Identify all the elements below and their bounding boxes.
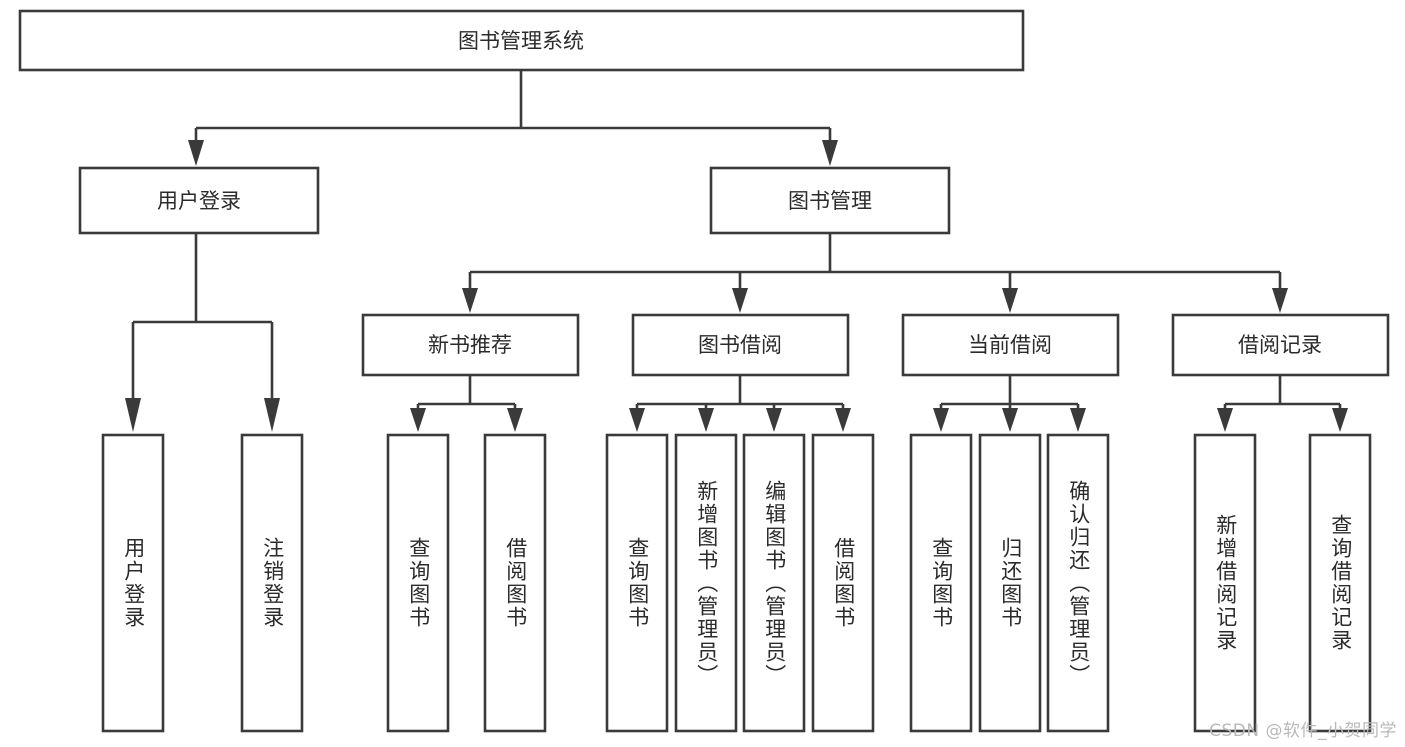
leaf-logout-login-box[interactable] (240, 433, 304, 733)
arrow-head-leaf-logout-login (264, 398, 280, 432)
leaf-query-record-box[interactable] (1308, 433, 1372, 733)
node-book-management-box[interactable] (709, 166, 951, 235)
watermark-text: CSDN @软件_小贺同学 (1209, 721, 1397, 741)
node-book-management-label: 图书管理 (788, 189, 872, 213)
connector-group-current-borrow (933, 375, 1086, 432)
leaf-confirm-return-box[interactable] (1046, 433, 1110, 733)
arrow-head-book-management (822, 140, 838, 166)
node-current-borrow[interactable]: 当前借阅 (901, 313, 1120, 377)
node-book-borrow-box[interactable] (631, 313, 850, 377)
node-new-book-recommend-box[interactable] (361, 313, 580, 377)
arrow-head-leaf-confirm-return (1070, 408, 1086, 432)
node-book-management[interactable]: 图书管理 (709, 166, 951, 235)
node-user-login-box[interactable] (78, 166, 320, 235)
leaf-add-record-box[interactable] (1193, 433, 1257, 733)
arrow-head-borrow-record (1272, 288, 1288, 313)
node-current-borrow-box[interactable] (901, 313, 1120, 377)
node-root[interactable]: 图书管理系统 (18, 9, 1025, 72)
arrow-head-leaf-query-book-1 (410, 408, 426, 432)
node-borrow-record[interactable]: 借阅记录 (1171, 313, 1390, 377)
connector-group-book-borrow (629, 375, 851, 432)
arrow-head-leaf-add-book (698, 408, 714, 432)
node-borrow-record-box[interactable] (1171, 313, 1390, 377)
arrow-head-user-login (188, 140, 204, 166)
leaf-borrow-book-2-box[interactable] (811, 433, 875, 733)
node-user-login[interactable]: 用户登录 (78, 166, 320, 235)
arrow-head-leaf-query-book-3 (933, 408, 949, 432)
arrow-head-leaf-add-record (1217, 408, 1233, 432)
connector-group-root (188, 70, 838, 166)
leaf-return-book-box[interactable] (978, 433, 1042, 733)
leaf-borrow-book-1-box[interactable] (483, 433, 547, 733)
arrow-head-book-borrow (732, 288, 748, 313)
node-book-borrow[interactable]: 图书借阅 (631, 313, 850, 377)
node-root-box[interactable] (18, 9, 1025, 72)
leaf-query-book-2-box[interactable] (605, 433, 669, 733)
arrow-head-leaf-borrow-book-1 (507, 408, 523, 432)
node-user-login-label: 用户登录 (157, 189, 241, 213)
node-borrow-record-label: 借阅记录 (1238, 333, 1322, 357)
leaf-user-login-box[interactable] (101, 433, 165, 733)
arrow-head-leaf-query-book-2 (629, 408, 645, 432)
connector-group-new-book-recommend (410, 375, 523, 432)
node-book-borrow-label: 图书借阅 (698, 333, 782, 357)
arrow-head-leaf-query-record (1332, 408, 1348, 432)
node-new-book-recommend[interactable]: 新书推荐 (361, 313, 580, 377)
connector-group-user-login (125, 233, 280, 432)
leaf-add-book-box[interactable] (674, 433, 738, 733)
leaf-edit-book-box[interactable] (742, 433, 806, 733)
connector-group-book-management (462, 233, 1288, 313)
arrow-head-leaf-edit-book (766, 408, 782, 432)
arrow-head-leaf-return-book (1002, 408, 1018, 432)
connector-group-borrow-record (1217, 375, 1348, 432)
leaf-query-book-1-box[interactable] (386, 433, 450, 733)
arrow-head-new-book-recommend (462, 288, 478, 313)
arrow-head-leaf-borrow-book-2 (835, 408, 851, 432)
leaf-query-book-3-box[interactable] (909, 433, 973, 733)
node-new-book-recommend-label: 新书推荐 (428, 333, 512, 357)
node-root-label: 图书管理系统 (458, 29, 584, 53)
arrow-head-leaf-user-login (125, 398, 141, 432)
arrow-head-current-borrow (1002, 288, 1018, 313)
node-current-borrow-label: 当前借阅 (968, 333, 1052, 357)
